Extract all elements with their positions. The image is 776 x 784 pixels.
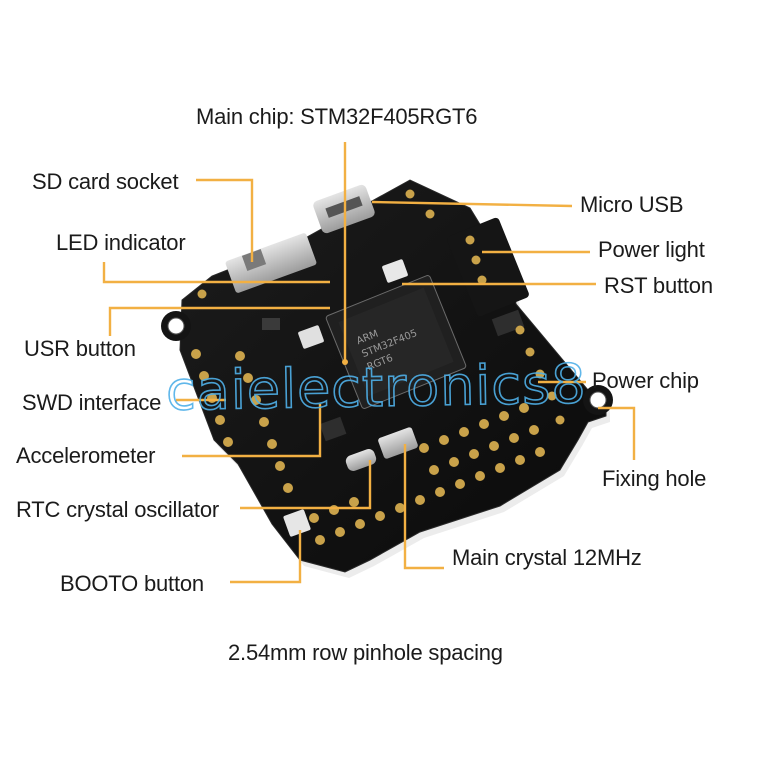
label-fixing-hole: Fixing hole: [602, 466, 707, 491]
label-swd-interface: SWD interface: [22, 390, 162, 415]
caption-pin-spacing: 2.54mm row pinhole spacing: [228, 640, 503, 665]
label-main-crystal: Main crystal 12MHz: [452, 545, 642, 570]
label-accelerometer: Accelerometer: [16, 443, 156, 468]
watermark-text: caielectronics8: [165, 352, 588, 424]
label-power-light: Power light: [598, 237, 705, 262]
left-fixing-ear: [161, 311, 191, 341]
main-chip: [325, 275, 467, 409]
label-rtc-crystal: RTC crystal oscillator: [16, 497, 220, 522]
label-power-chip: Power chip: [592, 368, 699, 393]
label-sd-card-socket: SD card socket: [32, 169, 179, 194]
rst-button-part: [382, 259, 408, 283]
callout-lines: [102, 142, 636, 584]
sd-card-socket: [225, 233, 317, 293]
label-micro-usb: Micro USB: [580, 192, 684, 217]
label-booto-button: BOOTO button: [60, 571, 204, 596]
label-led-indicator: LED indicator: [56, 230, 186, 255]
label-main-chip: Main chip: STM32F405RGT6: [196, 104, 478, 129]
label-rst-button: RST button: [604, 273, 713, 298]
label-usr-button: USR button: [24, 336, 136, 361]
